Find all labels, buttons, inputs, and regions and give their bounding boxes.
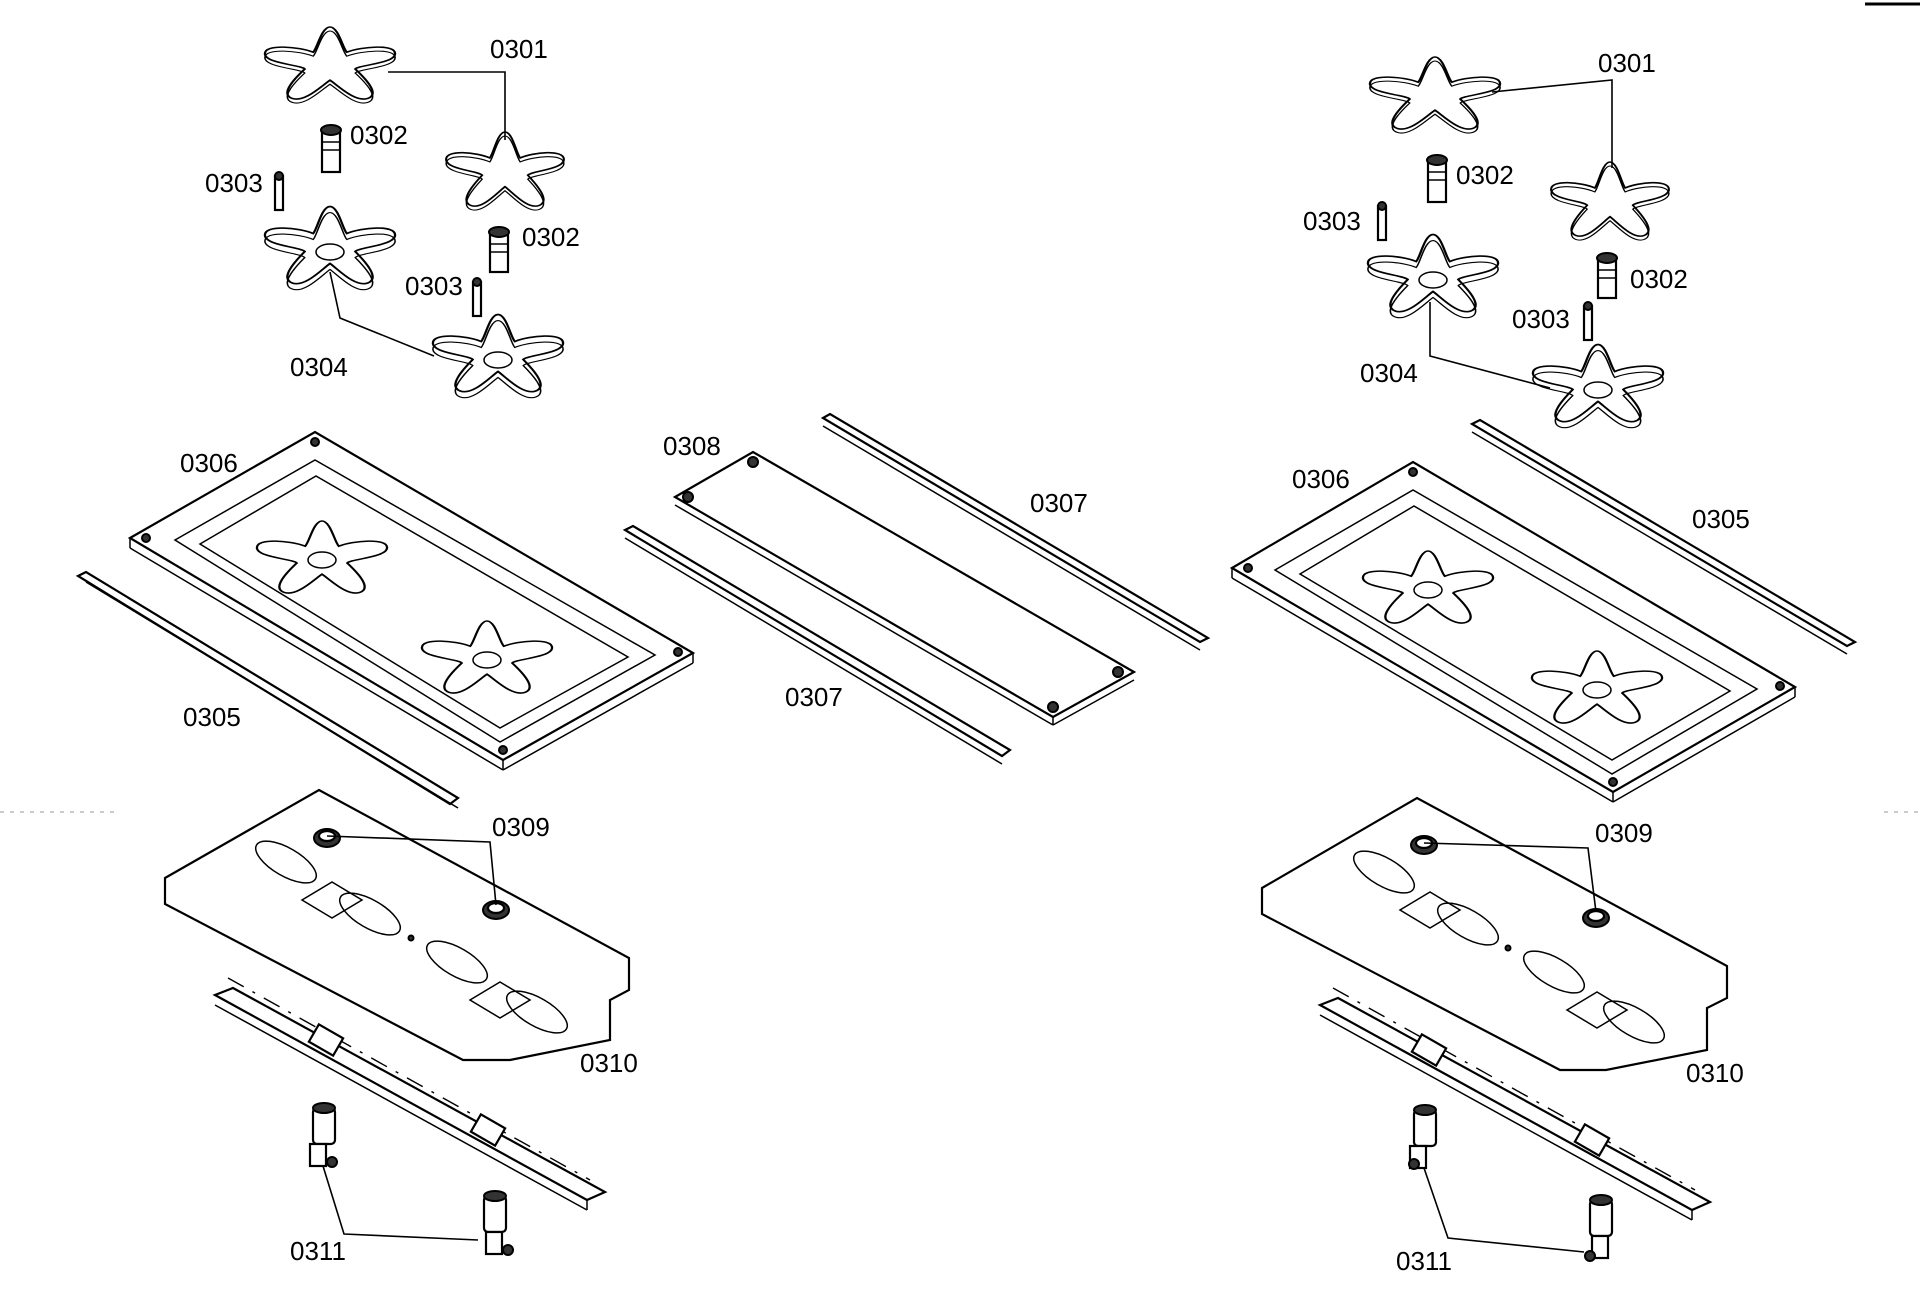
side-strip (1469, 418, 1858, 655)
burner-cap-icon (1550, 160, 1670, 241)
injector-icon (488, 226, 510, 274)
injector-icon (1426, 154, 1448, 204)
label-0303: 0303 (205, 168, 263, 198)
cover-panel (672, 450, 1137, 726)
injector-icon (320, 124, 342, 174)
label-0302: 0302 (522, 222, 580, 252)
valve-icon (308, 1102, 338, 1168)
pin-icon (471, 277, 483, 318)
label-0301: 0301 (490, 34, 548, 64)
label-0301: 0301 (1598, 48, 1656, 78)
label-0302: 0302 (1456, 160, 1514, 190)
label-0302: 0302 (1630, 264, 1688, 294)
burner-cap-icon (263, 25, 397, 104)
burner-tray (127, 430, 696, 771)
label-0302: 0302 (350, 120, 408, 150)
label-0306: 0306 (1292, 464, 1350, 494)
support-bracket (1317, 987, 1713, 1221)
valve-icon (482, 1190, 514, 1256)
label-0310: 0310 (1686, 1058, 1744, 1088)
burner-tray (1229, 460, 1798, 803)
label-0310: 0310 (580, 1048, 638, 1078)
valve-icon (1584, 1194, 1614, 1262)
burner-head-icon (263, 205, 397, 291)
left-assembly: 0301 0302 0303 0302 0303 0304 0306 0305 … (75, 25, 696, 1266)
injector-icon (1596, 252, 1618, 300)
side-strip (75, 570, 460, 809)
grommet-icon (313, 828, 341, 848)
label-0306: 0306 (180, 448, 238, 478)
label-0303: 0303 (1303, 206, 1361, 236)
seal-plate (163, 788, 631, 1062)
right-assembly: 0301 0302 0303 0302 0303 0304 0306 0305 … (1229, 48, 1858, 1276)
burner-cap-icon (1368, 55, 1502, 134)
label-0305: 0305 (1692, 504, 1750, 534)
seal-plate (1260, 796, 1729, 1072)
valve-icon (1408, 1104, 1438, 1170)
trim-strip (622, 524, 1012, 765)
label-0311: 0311 (290, 1236, 346, 1266)
label-0303: 0303 (1512, 304, 1570, 334)
label-0309: 0309 (492, 812, 550, 842)
grommet-icon (1410, 835, 1438, 855)
burner-head-icon (1531, 343, 1665, 429)
label-0311: 0311 (1396, 1246, 1452, 1276)
label-0305: 0305 (183, 702, 241, 732)
pin-icon (1582, 301, 1594, 342)
trim-strip (820, 412, 1211, 651)
label-0308: 0308 (663, 431, 721, 461)
pin-icon (1376, 201, 1388, 242)
label-0304: 0304 (290, 352, 348, 382)
label-0307: 0307 (785, 682, 843, 712)
pin-icon (273, 171, 285, 212)
burner-cap-icon (445, 130, 565, 211)
label-0309: 0309 (1595, 818, 1653, 848)
label-0304: 0304 (1360, 358, 1418, 388)
label-0307: 0307 (1030, 488, 1088, 518)
burner-head-icon (1366, 233, 1500, 319)
burner-head-icon (431, 313, 565, 399)
support-bracket (212, 977, 608, 1211)
label-0303: 0303 (405, 271, 463, 301)
middle-assembly: 0308 0307 0307 (622, 412, 1211, 765)
